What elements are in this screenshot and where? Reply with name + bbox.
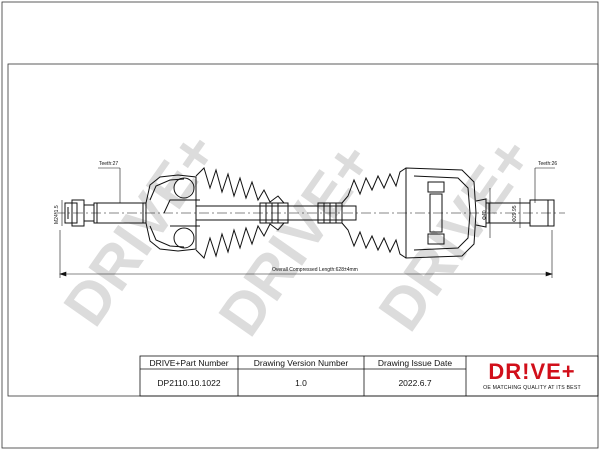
- part-number-header: DRIVE+Part Number: [149, 357, 229, 368]
- version-value: 1.0: [295, 377, 307, 388]
- right-teeth-label: Teeth:26: [538, 161, 557, 167]
- title-block: DRIVE+Part Number Drawing Version Number…: [140, 356, 598, 396]
- right-dim-label-1: Φ40: [482, 210, 488, 220]
- issue-date-header: Drawing Issue Date: [377, 357, 453, 368]
- brand-slogan: OE MATCHING QUALITY AT ITS BEST: [483, 385, 581, 391]
- watermark-left: DRIVE+: [51, 120, 231, 337]
- right-dim-label-2: Φ29.95: [512, 205, 518, 222]
- watermark-group: DRIVE+ DRIVE+ DRIVE+: [51, 120, 546, 347]
- overall-length-label: Overall Compressed Length:628±4mm: [272, 267, 358, 273]
- issue-date-value: 2022.6.7: [398, 377, 432, 388]
- brand-logo: DR!VE+ OE MATCHING QUALITY AT ITS BEST: [466, 356, 598, 396]
- drive-shaft: [55, 167, 565, 259]
- part-number-value: DP2110.10.1022: [157, 377, 221, 388]
- brand-name: DR!VE+: [488, 359, 576, 384]
- watermark-center: DRIVE+: [206, 130, 386, 347]
- title-block-grid: [139, 355, 599, 397]
- dimensions: [59, 167, 555, 278]
- left-teeth-label: Teeth:27: [99, 161, 118, 167]
- version-header: Drawing Version Number: [253, 357, 349, 368]
- dimension-labels: Teeth:27 Teeth:26 M24*1.5 Φ40 Φ29.95 Ove…: [54, 161, 557, 273]
- left-thread-label: M24*1.5: [54, 205, 60, 224]
- watermark-right: DRIVE+: [366, 125, 546, 342]
